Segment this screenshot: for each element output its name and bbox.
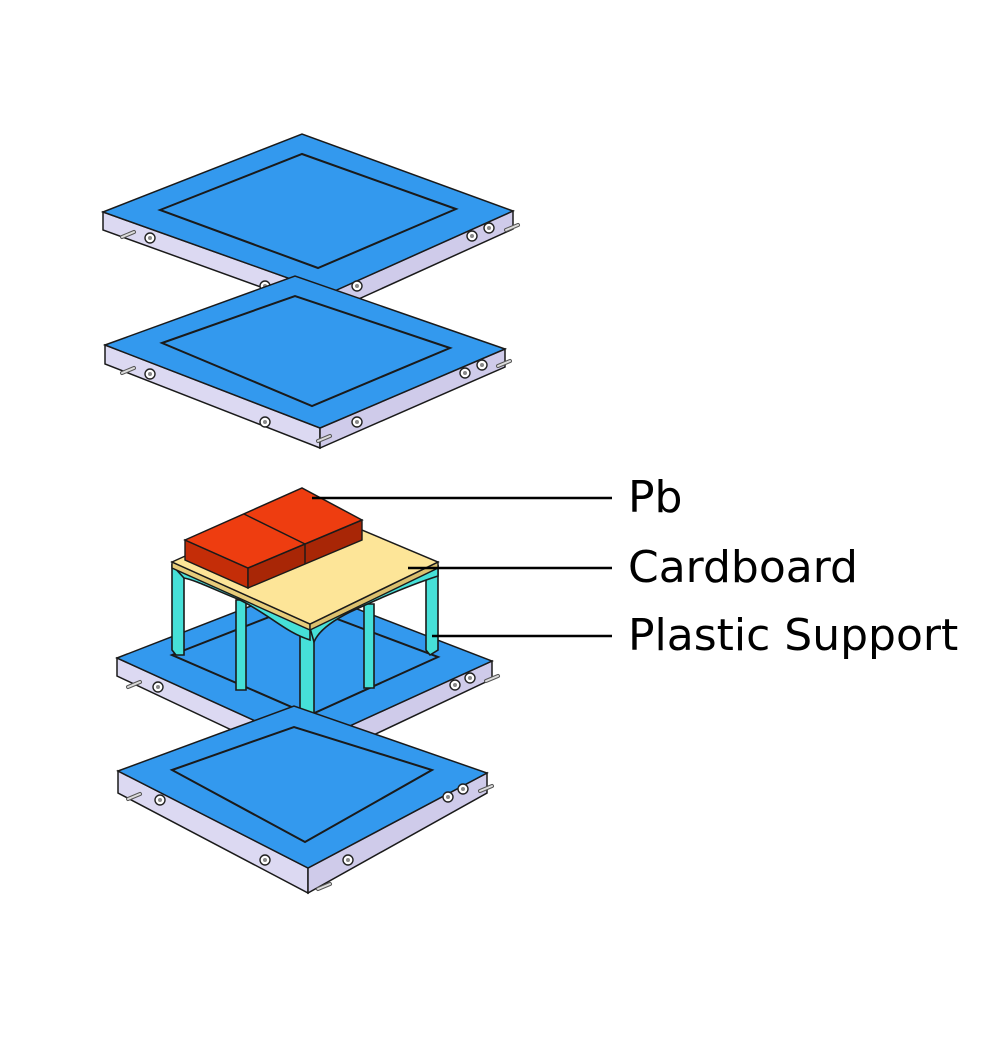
plate-1-top: [100, 133, 515, 294]
plate-4-top: [116, 705, 489, 869]
pb-brick-divider: [243, 513, 306, 545]
support-leg-back-right: [363, 603, 375, 689]
label-cardboard: Cardboard: [628, 542, 858, 593]
label-plastic-support: Plastic Support: [628, 610, 959, 661]
support-beam-right: [309, 564, 439, 645]
leader-lines: [312, 496, 612, 638]
detector-plate-4: [116, 705, 494, 895]
pb-bricks: [183, 487, 364, 590]
detector-plate-2: [102, 275, 512, 450]
plate-4-inner-frame: [169, 725, 435, 844]
support-leg-back-left: [235, 599, 247, 691]
label-pb: Pb: [628, 472, 683, 523]
plate-1-inner-frame: [157, 152, 459, 270]
plate-2-top: [102, 275, 508, 429]
support-leg-left: [171, 563, 185, 656]
plate-2-inner-frame: [159, 294, 453, 408]
plate-3-inner-frame: [169, 603, 441, 717]
